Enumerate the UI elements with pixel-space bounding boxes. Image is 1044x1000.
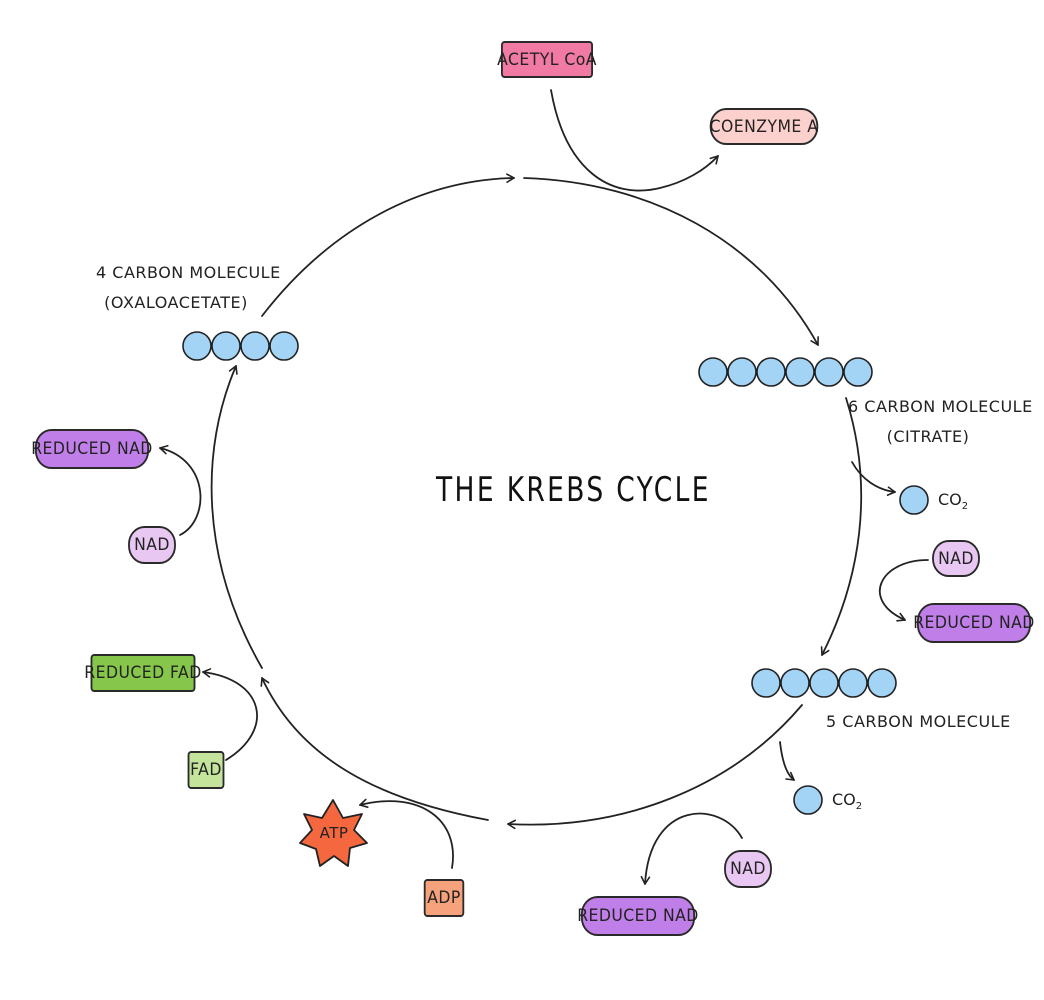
reduced-nad-pill-left: REDUCED NAD <box>31 429 152 469</box>
nad-arrow-bottom <box>640 812 743 885</box>
five-carbon-label-line1: 5 CARBON MOLECULE <box>826 712 1011 731</box>
six-carbon-chain <box>698 357 873 387</box>
five-carbon-chain <box>751 668 897 698</box>
reduced-nad-pill-bottom: REDUCED NAD <box>577 896 698 936</box>
fad-box: FAD <box>187 751 225 789</box>
six-carbon-label: 6 CARBON MOLECULE (CITRATE) <box>848 392 1033 452</box>
nad-arrow-left <box>159 444 202 536</box>
four-carbon-chain <box>182 331 299 361</box>
six-carbon-label-line2: (CITRATE) <box>886 427 970 446</box>
cycle-arc-right <box>820 397 863 656</box>
reduced-fad-box: REDUCED FAD <box>84 654 201 692</box>
co2-label-2: CO2 <box>832 790 862 812</box>
acetyl-coa-box: ACETYL CoA <box>497 41 596 78</box>
four-carbon-label-line1: 4 CARBON MOLECULE <box>96 263 281 282</box>
cycle-arc-top-right <box>523 177 819 346</box>
coenzyme-a-pill: COENZYME A <box>710 108 819 145</box>
co2-label-1: CO2 <box>938 490 968 512</box>
co2-text-1: CO <box>938 490 962 509</box>
nad-pill-left: NAD <box>128 526 176 564</box>
nad-pill-right-1: NAD <box>932 540 980 577</box>
acetyl-entry-arrow <box>550 89 719 192</box>
cycle-arc-bottom-right <box>507 704 803 830</box>
adp-arrow <box>359 798 454 869</box>
co2-arrow-2 <box>779 741 795 781</box>
co2-subscript-2: 2 <box>855 801 863 813</box>
co2-arrow-1 <box>851 461 896 496</box>
fad-arrow <box>202 668 258 761</box>
six-carbon-label-line1: 6 CARBON MOLECULE <box>848 397 1033 416</box>
four-carbon-label-line2: (OXALOACETATE) <box>104 293 248 312</box>
nad-pill-bottom: NAD <box>724 850 772 888</box>
atp-star <box>299 799 368 867</box>
diagram-title: THE KREBS CYCLE <box>436 470 711 510</box>
co2-subscript-1: 2 <box>961 501 969 513</box>
four-carbon-label: 4 CARBON MOLECULE (OXALOACETATE) <box>96 258 281 318</box>
reduced-nad-pill-right-1: REDUCED NAD <box>913 603 1034 643</box>
cycle-arc-top-left <box>261 173 515 317</box>
cycle-arc-left <box>210 365 263 669</box>
co2-text-2: CO <box>832 790 856 809</box>
atp-label: ATP <box>319 824 349 842</box>
co2-atoms <box>793 485 929 815</box>
nad-arrow-right-1 <box>879 559 929 622</box>
cycle-arc-bottom-left <box>260 677 489 821</box>
five-carbon-label: 5 CARBON MOLECULE <box>826 707 1011 737</box>
adp-box: ADP <box>423 879 465 917</box>
